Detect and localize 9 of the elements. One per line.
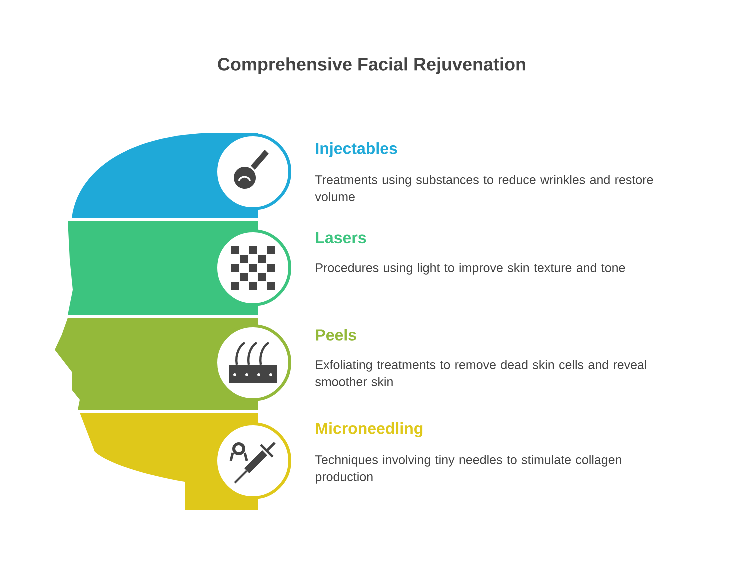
description-text: Treatments using substances to reduce wrinkles and restore volume bbox=[315, 175, 654, 202]
category-heading: Microneedling bbox=[316, 422, 423, 438]
category-heading: Lasers bbox=[316, 232, 366, 244]
category-heading: Peels bbox=[316, 329, 356, 341]
description-text: Procedures using light to improve skin texture and tone bbox=[316, 263, 626, 275]
description-text: Exfoliating treatments to remove dead skin cells and reveal smoother skin bbox=[316, 360, 646, 386]
description-text: Techniques involving tiny needles to stimulate collagen production bbox=[315, 455, 622, 484]
category-heading: Injectables bbox=[316, 142, 398, 158]
title: Comprehensive Facial Rejuvenation bbox=[218, 58, 526, 74]
